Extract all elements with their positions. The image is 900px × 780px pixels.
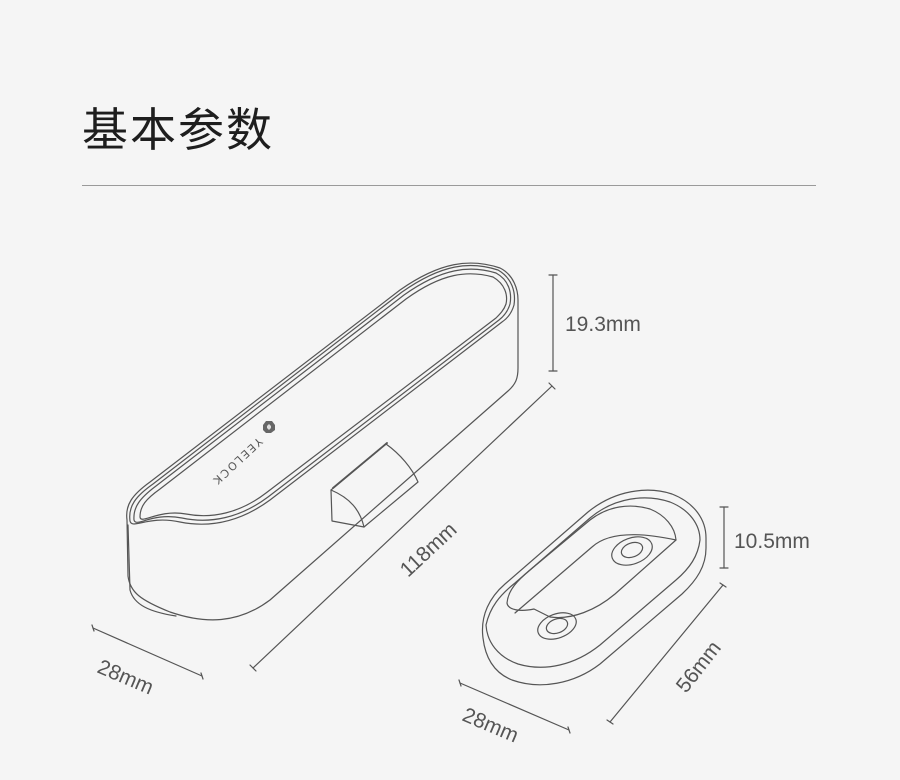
dim-lock-height-line bbox=[548, 274, 558, 372]
latch bbox=[330, 442, 419, 528]
screw-hole-top bbox=[611, 536, 653, 566]
dim-strike-length-line bbox=[606, 582, 727, 725]
label-lock-length: 118mm bbox=[396, 518, 462, 582]
label-strike-height: 10.5mm bbox=[734, 530, 810, 553]
strike-plate bbox=[481, 489, 707, 686]
label-strike-length: 56mm bbox=[672, 637, 726, 697]
strike-inner-recess bbox=[506, 505, 677, 619]
lock-bottom-edge bbox=[127, 524, 177, 617]
dimension-lines bbox=[91, 274, 729, 734]
label-lock-width: 28mm bbox=[94, 655, 157, 699]
dim-strike-width-line bbox=[458, 679, 571, 734]
yeelock-logo bbox=[263, 421, 275, 433]
strike-outer bbox=[481, 489, 707, 686]
title-divider bbox=[82, 185, 816, 186]
dim-strike-height-line bbox=[719, 506, 729, 569]
label-strike-width: 28mm bbox=[459, 703, 522, 747]
lock-side-seam bbox=[420, 386, 552, 462]
lock-top-rim-outer bbox=[129, 264, 516, 525]
page-title: 基本参数 bbox=[82, 103, 274, 157]
strike-top-edge bbox=[485, 497, 701, 668]
strike-recess-floor bbox=[514, 534, 677, 614]
lock-body bbox=[126, 262, 552, 621]
lock-top-rim-mid bbox=[133, 268, 512, 523]
dim-lock-length-line bbox=[249, 382, 556, 672]
brand-label: YEELOCK bbox=[209, 434, 265, 488]
screw-hole-bottom bbox=[537, 612, 577, 640]
dim-lock-width-line bbox=[91, 624, 204, 680]
label-lock-height: 19.3mm bbox=[565, 313, 641, 336]
lock-top-surface bbox=[139, 273, 508, 520]
lock-body-outline bbox=[126, 262, 519, 621]
